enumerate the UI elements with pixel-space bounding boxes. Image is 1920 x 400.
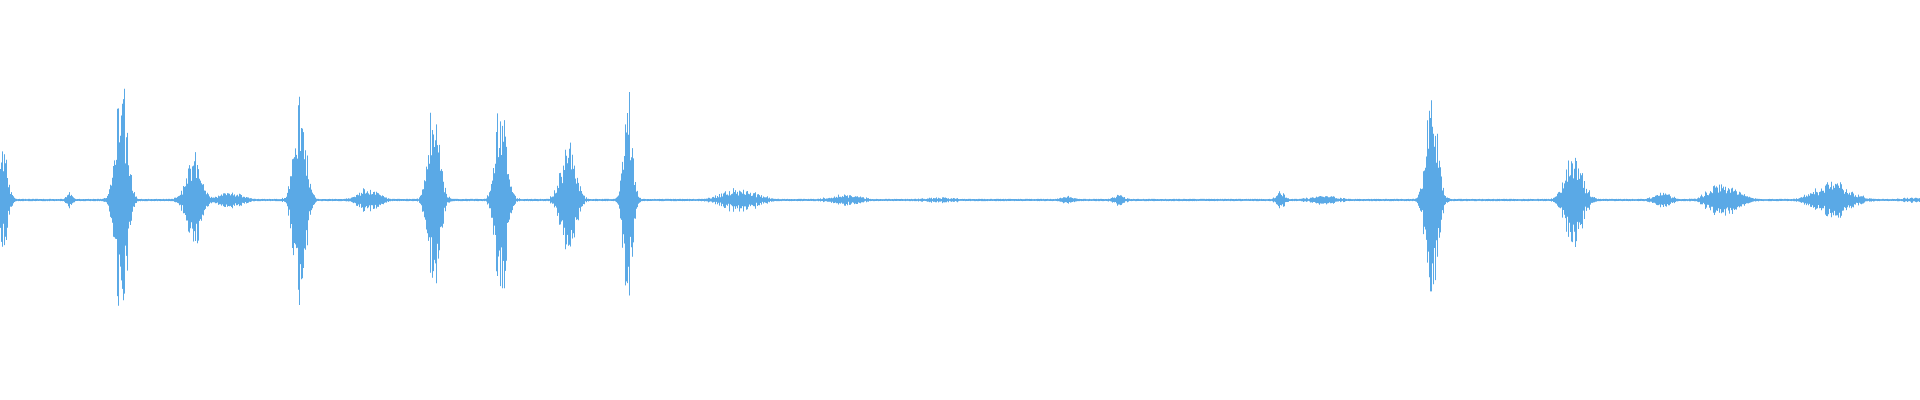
waveform-bars [0,88,1920,306]
